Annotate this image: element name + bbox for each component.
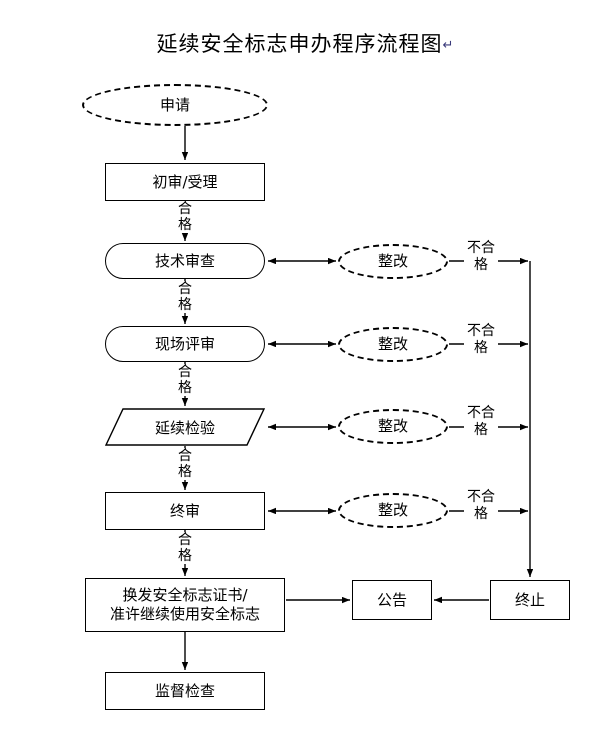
edge-label-pass-2: 合格 <box>177 281 193 313</box>
node-renewal-inspection[interactable]: 延续检验 <box>104 408 266 446</box>
edge-label-pass-1: 合格 <box>177 201 193 233</box>
node-rectify-1[interactable]: 整改 <box>338 244 448 279</box>
edge-label-fail-2: 不合格 <box>464 323 498 357</box>
node-rectify-2[interactable]: 整改 <box>338 327 448 362</box>
edge-label-pass-5: 合格 <box>177 532 193 564</box>
node-rectify-3[interactable]: 整改 <box>338 409 448 444</box>
node-rectify-4[interactable]: 整改 <box>338 493 448 528</box>
node-onsite-evaluation[interactable]: 现场评审 <box>105 326 265 362</box>
node-announcement[interactable]: 公告 <box>352 580 432 620</box>
node-initial-review[interactable]: 初审/受理 <box>105 163 265 201</box>
page-title-text: 延续安全标志申办程序流程图 <box>156 32 443 56</box>
edge-label-fail-4: 不合格 <box>464 489 498 523</box>
node-apply[interactable]: 申请 <box>82 84 268 126</box>
node-issue-certificate[interactable]: 换发安全标志证书/ 准许继续使用安全标志 <box>85 578 285 632</box>
edge-label-pass-3: 合格 <box>177 364 193 396</box>
edge-label-fail-3: 不合格 <box>464 405 498 439</box>
page-title: 延续安全标志申办程序流程图↵ <box>0 28 611 58</box>
node-renewal-inspection-label: 延续检验 <box>154 418 215 437</box>
edge-label-fail-1: 不合格 <box>464 240 498 274</box>
parallelogram-shape <box>104 408 266 446</box>
node-supervision-inspection[interactable]: 监督检查 <box>105 672 265 710</box>
node-technical-review[interactable]: 技术审查 <box>105 243 265 279</box>
pilcrow-mark: ↵ <box>442 38 455 53</box>
node-final-review[interactable]: 终审 <box>105 492 265 530</box>
node-terminate[interactable]: 终止 <box>490 580 570 620</box>
edge-label-pass-4: 合格 <box>177 448 193 480</box>
